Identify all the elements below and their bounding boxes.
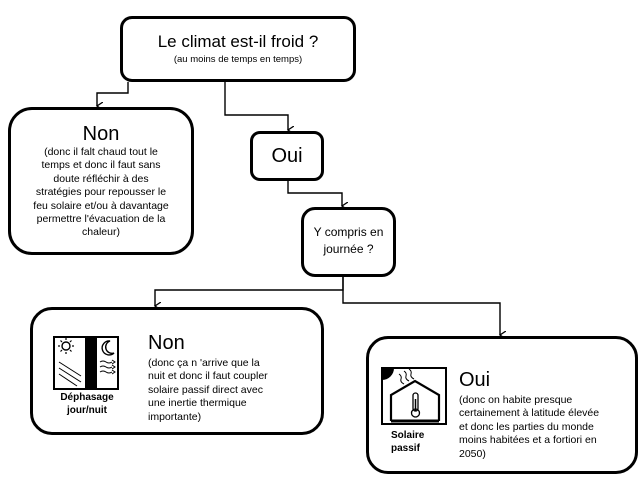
- passive-solar-house-icon: [381, 367, 447, 425]
- passive-solar-caption: Solaire passif: [391, 430, 425, 454]
- day-night-phase-shift-icon: [53, 336, 119, 390]
- non-warm-climate-title: Non: [82, 123, 120, 145]
- oui-cold-box: Oui: [250, 131, 324, 181]
- non-warm-climate-text: (donc il falt chaud tout le temps et don…: [33, 146, 169, 239]
- connector-oui-to-question: [287, 181, 342, 206]
- non-night-only-text: (donc ça n 'arrive que la nuit et donc i…: [148, 357, 268, 423]
- root-question-subtitle: (au moins de temps en temps): [173, 54, 303, 65]
- day-night-caption: Déphasage jour/nuit: [60, 392, 114, 416]
- root-question-title: Le climat est-il froid ?: [157, 32, 319, 51]
- connector-question-to-oui: [342, 277, 500, 335]
- connector-root-to-non: [97, 82, 129, 106]
- oui-daytime-title: Oui: [459, 369, 491, 391]
- connector-question-to-non: [155, 277, 344, 306]
- non-warm-climate-box: Non (donc il falt chaud tout le temps et…: [8, 107, 194, 255]
- connector-root-to-oui: [224, 82, 288, 130]
- oui-daytime-text: (donc on habite presque certainement à l…: [459, 394, 600, 460]
- non-night-only-title: Non: [148, 332, 185, 354]
- daytime-question-text: Y compris en journée ?: [313, 225, 384, 256]
- daytime-question-box: Y compris en journée ?: [301, 207, 396, 277]
- oui-daytime-box: Solaire passif Oui (donc on habite presq…: [366, 336, 638, 474]
- non-night-only-box: Déphasage jour/nuit Non (donc ça n 'arri…: [30, 307, 324, 435]
- oui-cold-label: Oui: [271, 145, 303, 167]
- root-question-box: Le climat est-il froid ? (au moins de te…: [120, 16, 356, 82]
